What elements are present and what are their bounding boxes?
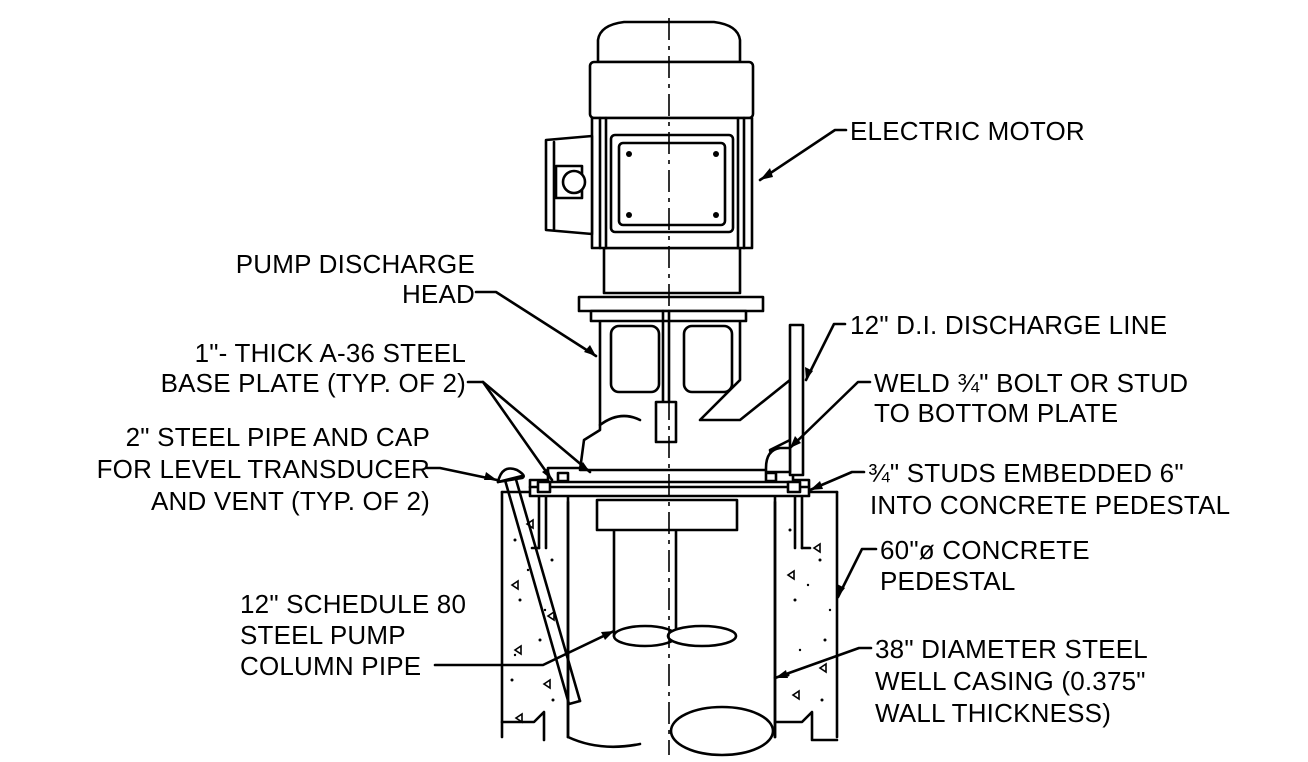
label-column-pipe-line2: STEEL PUMP [240, 620, 406, 650]
label-pedestal-line1: 60"ø CONCRETE [880, 535, 1090, 565]
level-transducer-pipe [496, 467, 582, 706]
label-steel-pipe-line3: AND VENT (TYP. OF 2) [151, 486, 430, 516]
label-steel-pipe-line1: 2" STEEL PIPE AND CAP [126, 422, 430, 452]
label-pump-discharge-head-line1: PUMP DISCHARGE [236, 249, 475, 279]
label-studs-line1: ¾" STUDS EMBEDDED 6" [868, 458, 1184, 488]
label-studs-line2: INTO CONCRETE PEDESTAL [870, 490, 1230, 520]
pump-column-pipe [612, 526, 775, 757]
label-column-pipe-line3: COLUMN PIPE [240, 651, 421, 681]
label-base-plate-line2: BASE PLATE (TYP. OF 2) [161, 368, 466, 398]
label-discharge-line: 12" D.I. DISCHARGE LINE [850, 310, 1167, 340]
concrete-texture [510, 528, 832, 702]
label-electric-motor: ELECTRIC MOTOR [850, 116, 1085, 146]
bowl-housing [595, 498, 739, 532]
label-pedestal-line2: PEDESTAL [880, 566, 1016, 596]
label-weld-bolt-line2: TO BOTTOM PLATE [874, 398, 1118, 428]
label-steel-pipe-line2: FOR LEVEL TRANSDUCER [97, 454, 430, 484]
label-casing-line2: WELL CASING (0.375" [875, 666, 1146, 696]
label-base-plate-line1: 1"- THICK A-36 STEEL [195, 338, 466, 368]
label-column-pipe-line1: 12" SCHEDULE 80 [240, 589, 466, 619]
callout-labels: ELECTRIC MOTOR PUMP DISCHARGE HEAD 12" D… [97, 116, 1230, 728]
electric-motor [544, 18, 755, 755]
label-weld-bolt-line1: WELD ¾" BOLT OR STUD [874, 368, 1188, 398]
leader-lines [425, 128, 878, 680]
label-casing-line1: 38" DIAMETER STEEL [875, 634, 1148, 664]
pump-discharge-head [577, 295, 805, 477]
label-casing-line3: WALL THICKNESS) [875, 698, 1111, 728]
label-pump-discharge-head-line2: HEAD [402, 279, 475, 309]
